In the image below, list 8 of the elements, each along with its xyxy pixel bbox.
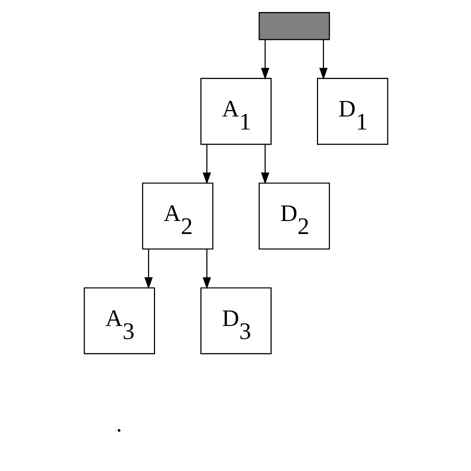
arrow <box>318 40 328 80</box>
arrow <box>260 40 269 80</box>
node-box <box>258 12 330 40</box>
arrow <box>202 144 211 184</box>
arrow <box>202 249 211 290</box>
arrow <box>260 144 269 184</box>
label: . <box>116 412 122 438</box>
arrow <box>144 249 152 290</box>
